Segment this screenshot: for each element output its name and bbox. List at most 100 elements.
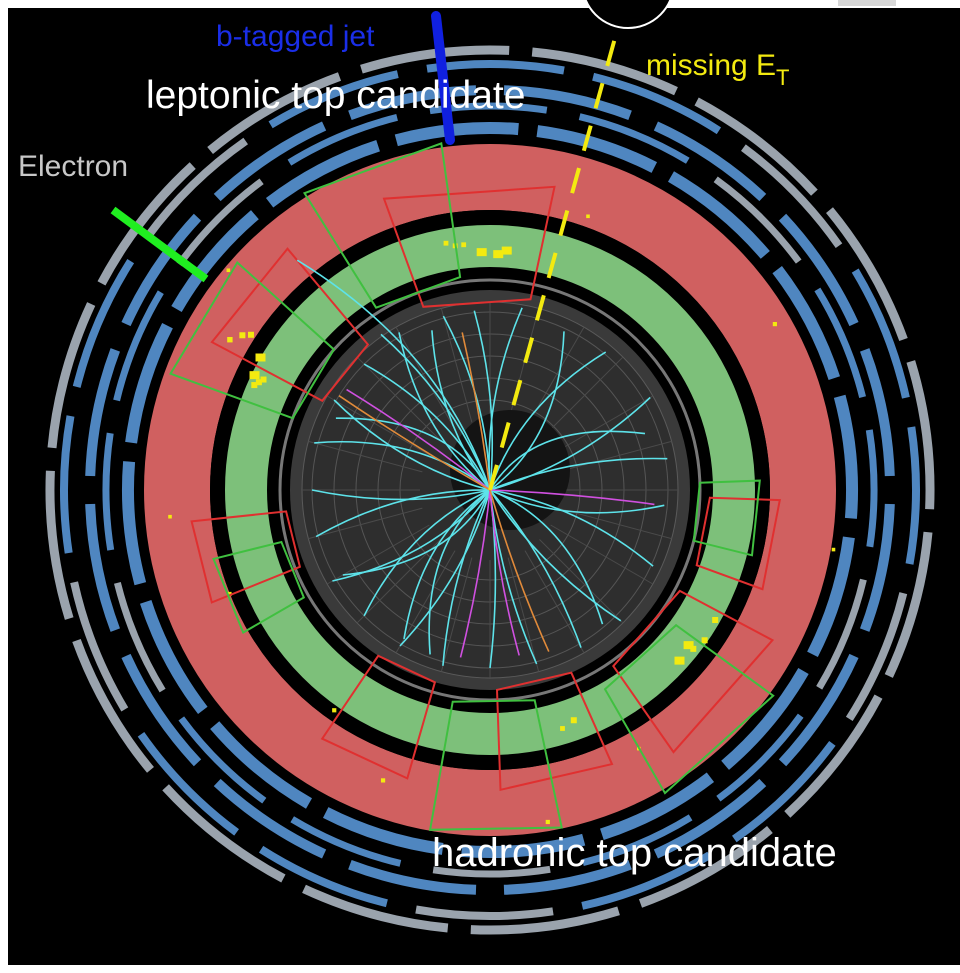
track <box>489 489 520 656</box>
track <box>473 310 494 491</box>
calorimeter-gap <box>210 210 770 770</box>
muon-chamber-segment <box>582 814 693 866</box>
energy-deposit <box>260 376 267 383</box>
muon-chamber-segment <box>210 721 313 809</box>
muon-chamber-segment <box>536 125 658 173</box>
module-spoke <box>557 440 672 473</box>
muon-chamber-segment <box>721 667 809 770</box>
jet-cone <box>190 510 302 604</box>
jet-cone <box>603 623 775 795</box>
jet-cone <box>692 479 761 557</box>
module-spoke <box>557 507 672 540</box>
module-spoke <box>550 524 654 585</box>
energy-deposit <box>443 240 449 246</box>
muon-chamber-segment <box>694 97 818 196</box>
em-calorimeter-ring <box>225 225 755 755</box>
muon-chamber-segment <box>429 102 548 115</box>
energy-cluster <box>493 250 504 259</box>
track <box>489 489 582 648</box>
track <box>489 489 655 506</box>
muon-chamber-segment <box>461 833 586 859</box>
muon-chambers-middle <box>85 85 895 895</box>
module-spoke <box>440 308 473 423</box>
module-spoke <box>507 557 540 672</box>
muon-chamber-segment <box>578 113 690 164</box>
module-spoke <box>440 557 473 672</box>
muon-chamber-segment <box>47 302 96 449</box>
muon-chamber-segment <box>213 778 327 859</box>
muon-chamber-segment <box>72 638 154 773</box>
energy-deposit <box>712 617 719 623</box>
energy-deposit <box>831 547 836 552</box>
muon-chamber-segment <box>290 816 402 867</box>
muon-chamber-segment <box>713 176 802 264</box>
muon-chamber-segment <box>667 171 770 259</box>
muon-chamber-segment <box>784 694 883 818</box>
jet-cone <box>428 699 563 831</box>
muon-chamber-segment <box>162 784 286 883</box>
muon-chamber-segment <box>906 360 935 510</box>
track <box>363 489 491 617</box>
track <box>332 489 491 582</box>
track <box>333 399 491 491</box>
track <box>296 259 491 491</box>
energy-deposit <box>227 591 232 597</box>
muon-chamber-segment <box>653 121 767 202</box>
muon-chamber-segment <box>816 578 867 690</box>
jet-cone <box>210 247 370 403</box>
energy-cluster <box>476 248 487 257</box>
track <box>428 489 491 655</box>
energy-deposit <box>461 242 467 248</box>
track <box>489 489 604 625</box>
muon-chamber-segment <box>213 121 327 202</box>
muon-chamber-segment <box>531 47 678 96</box>
module-spoke <box>550 395 654 456</box>
track <box>489 489 550 652</box>
muon-chamber-segment <box>592 72 722 135</box>
muon-chamber-segment <box>302 884 449 933</box>
module-spoke <box>539 356 624 441</box>
muon-chamber-segment <box>348 860 477 895</box>
muon-chamber-segment <box>851 268 910 399</box>
muon-chamber-segment <box>322 807 444 855</box>
muon-chamber-segment <box>45 470 74 620</box>
muon-chamber-segment <box>265 139 380 208</box>
energy-deposit <box>701 637 708 644</box>
module-spoke <box>524 550 585 654</box>
module-spoke <box>395 550 456 654</box>
muon-chamber-segment <box>137 732 239 836</box>
energy-deposit <box>227 337 233 343</box>
muon-chamber-segment <box>432 865 551 878</box>
muon-chambers-inner <box>121 121 859 859</box>
muon-chamber-segment <box>60 415 75 554</box>
leptonic-top-label: leptonic top candidate <box>146 74 525 117</box>
track <box>335 417 491 491</box>
muon-chamber-segment <box>97 162 196 286</box>
electron-label: Electron <box>18 150 128 183</box>
jet-cone <box>212 540 306 634</box>
jet-cone <box>382 185 556 308</box>
muon-chamber-segment <box>415 905 554 920</box>
energy-deposit <box>226 268 231 273</box>
muon-chamber-segment <box>653 778 767 859</box>
module-spoke <box>395 326 456 430</box>
muon-chamber-segment <box>833 394 859 519</box>
muon-chamber-segment <box>845 592 908 722</box>
energy-cluster <box>501 246 512 255</box>
muon-chamber-segment <box>772 265 841 380</box>
module-spoke <box>356 539 441 624</box>
missing-et-line <box>488 37 617 491</box>
energy-cluster <box>249 371 260 380</box>
muon-chamber-segment <box>121 213 202 327</box>
b-tagged-jet-bar <box>431 11 455 145</box>
muon-chamber-segment <box>287 114 398 166</box>
track <box>489 489 665 514</box>
track <box>363 363 491 491</box>
jet-cones <box>169 142 782 831</box>
top-round-button <box>584 0 672 29</box>
track <box>442 315 491 491</box>
muon-chamber-segment <box>72 258 135 388</box>
energy-cluster <box>674 656 685 665</box>
